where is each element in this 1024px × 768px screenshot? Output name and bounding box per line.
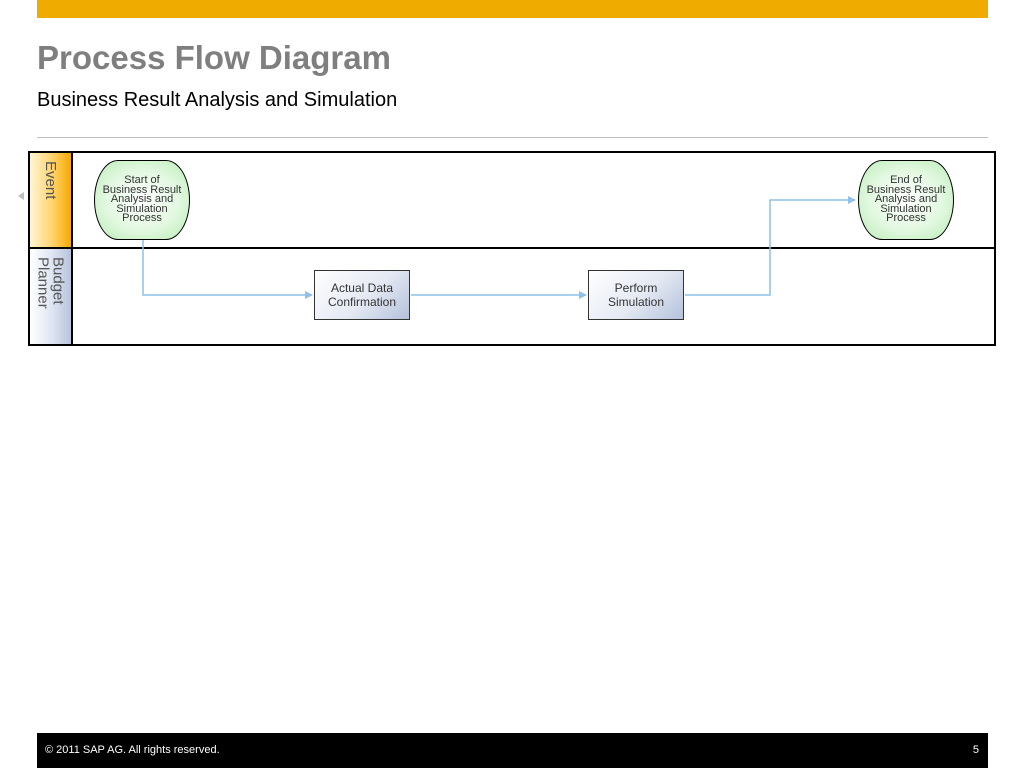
page-title: Process Flow Diagram [37, 39, 391, 76]
footer-bar: © 2011 SAP AG. All rights reserved. 5 [37, 733, 988, 768]
left-pointer-icon [18, 192, 24, 200]
end-event-node[interactable]: End of Business Result Analysis and Simu… [858, 160, 954, 240]
lane-budget-planner: Budget Planner [30, 249, 994, 344]
lane-label-budget-planner: Budget Planner [34, 257, 67, 309]
page-subtitle: Business Result Analysis and Simulation [37, 89, 398, 111]
accent-bar [37, 0, 988, 18]
page-number: 5 [972, 744, 979, 756]
lane-label-event: Event [42, 161, 59, 200]
lane-header-budget-planner: Budget Planner [30, 249, 73, 344]
copyright-text: © 2011 SAP AG. All rights reserved. [45, 744, 220, 756]
start-event-node[interactable]: Start of Business Result Analysis and Si… [94, 160, 190, 240]
end-event-label: End of Business Result Analysis and Simu… [866, 174, 946, 225]
start-event-label: Start of Business Result Analysis and Si… [102, 174, 182, 225]
task-actual-data-confirmation[interactable]: Actual Data Confirmation [314, 270, 410, 320]
lane-divider [30, 247, 994, 249]
task-perform-simulation[interactable]: Perform Simulation [588, 270, 684, 320]
lane-event: Event [30, 153, 994, 248]
title-divider [37, 137, 988, 138]
lane-header-event: Event [30, 153, 73, 248]
